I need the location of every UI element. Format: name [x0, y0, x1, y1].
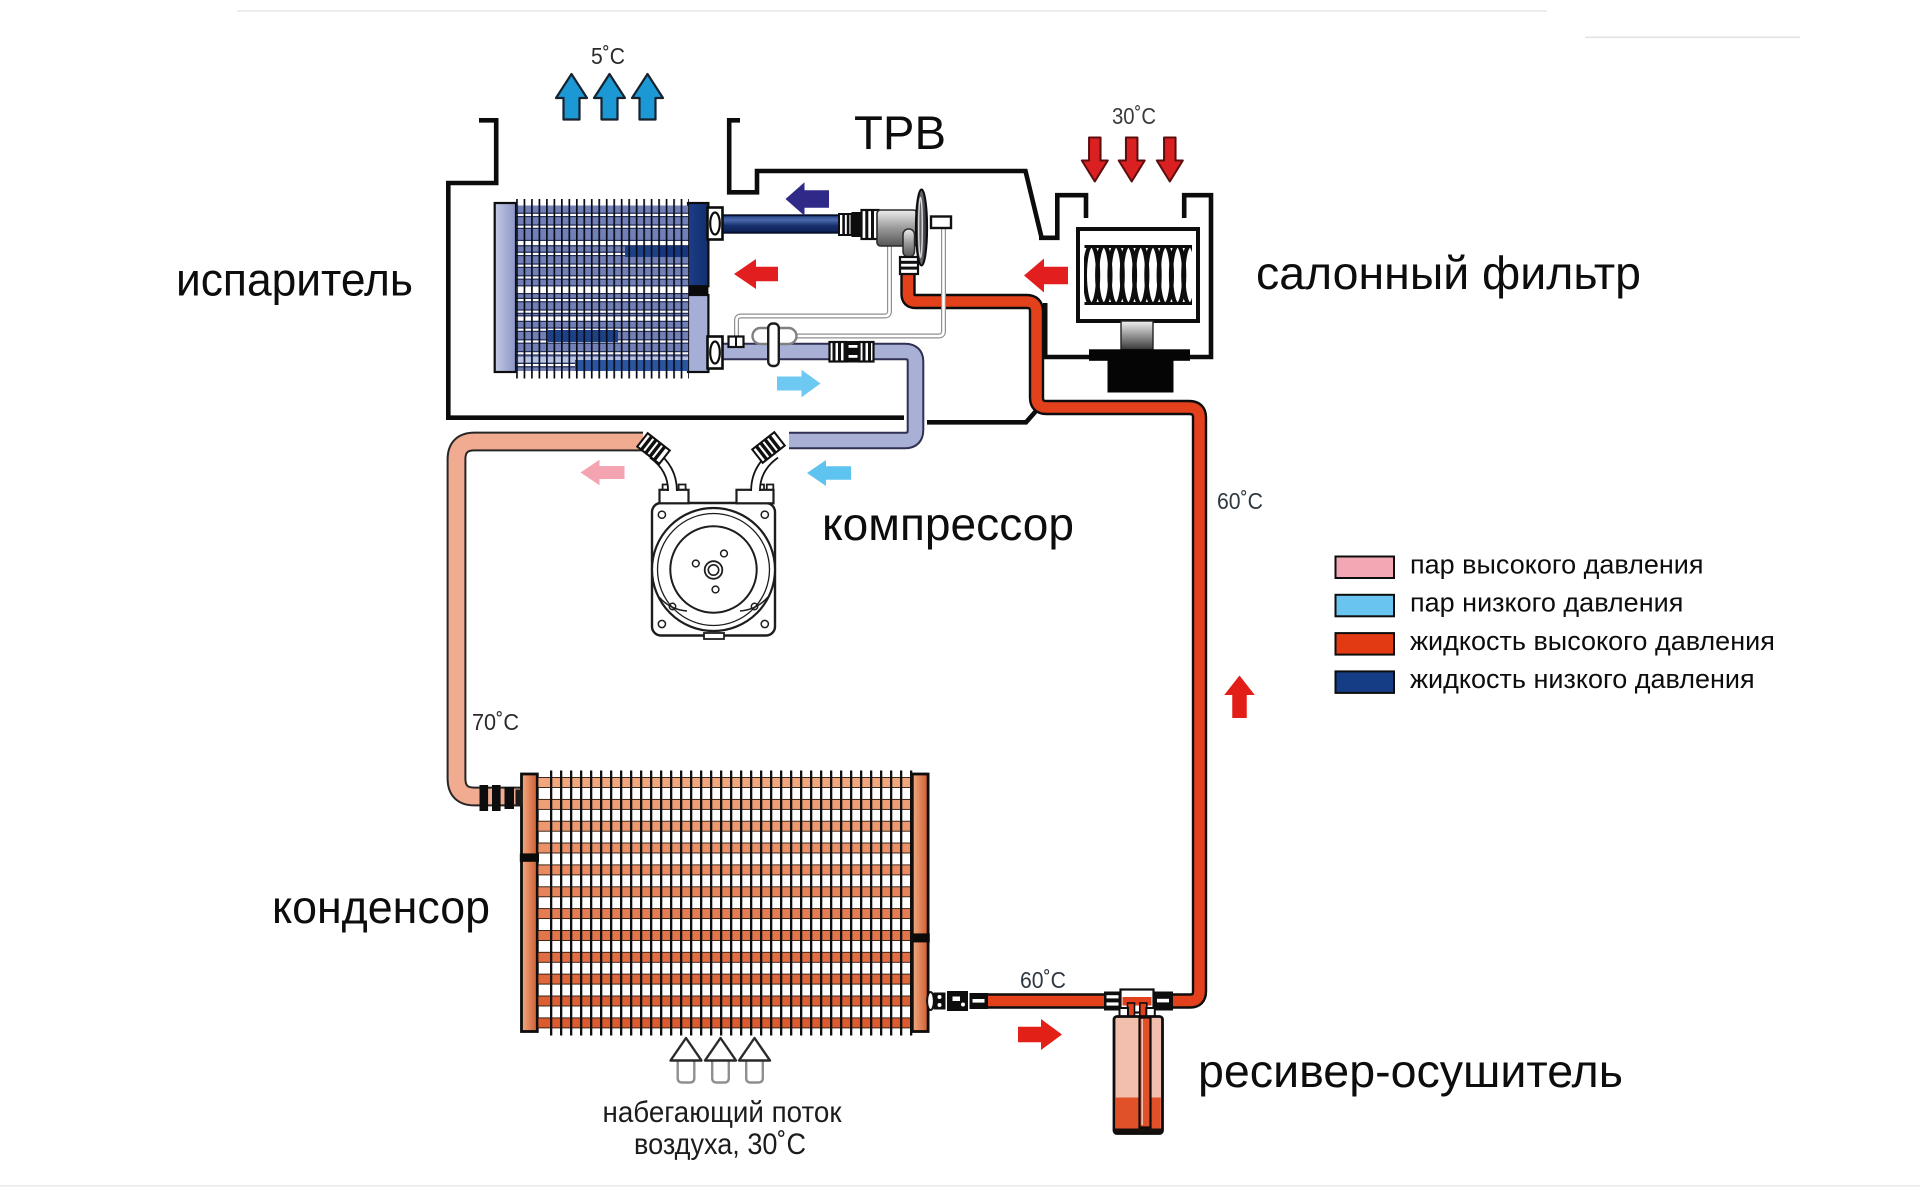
svg-text:60˚C: 60˚C: [1020, 967, 1066, 993]
svg-text:5˚C: 5˚C: [591, 43, 625, 69]
svg-text:салонный фильтр: салонный фильтр: [1256, 247, 1641, 299]
svg-text:воздуха, 30˚C: воздуха, 30˚C: [634, 1128, 806, 1161]
svg-text:жидкость низкого давления: жидкость низкого давления: [1410, 664, 1755, 694]
svg-text:жидкость высокого давления: жидкость высокого давления: [1410, 626, 1775, 656]
svg-text:ресивер-осушитель: ресивер-осушитель: [1198, 1045, 1623, 1097]
svg-text:конденсор: конденсор: [272, 881, 490, 933]
svg-text:60˚C: 60˚C: [1217, 488, 1263, 514]
svg-text:испаритель: испаритель: [176, 254, 413, 306]
svg-text:70˚C: 70˚C: [472, 709, 519, 735]
svg-text:компрессор: компрессор: [822, 498, 1074, 550]
svg-text:ТРВ: ТРВ: [854, 106, 946, 159]
svg-text:пар низкого давления: пар низкого давления: [1410, 588, 1683, 618]
svg-text:пар высокого давления: пар высокого давления: [1410, 549, 1704, 579]
svg-text:30˚C: 30˚C: [1112, 103, 1156, 129]
svg-text:набегающий поток: набегающий поток: [603, 1096, 843, 1129]
